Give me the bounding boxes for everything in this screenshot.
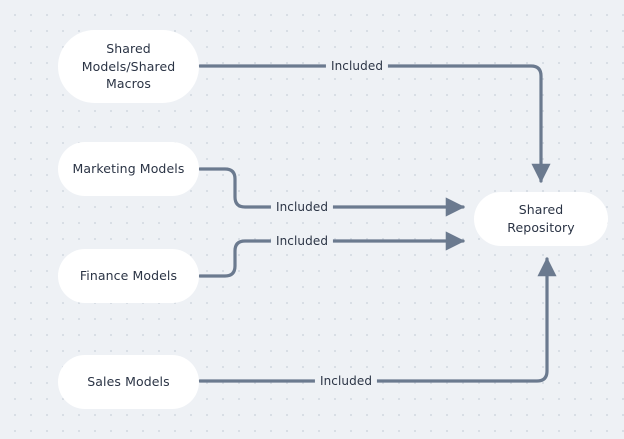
node-shared-repository[interactable]: Shared Repository xyxy=(474,192,608,246)
node-label: Finance Models xyxy=(79,268,178,284)
node-label: Shared Repository xyxy=(507,202,575,235)
node-label: Sales Models xyxy=(87,374,170,390)
edge-label-shared-models: Included xyxy=(325,59,389,73)
edge-label-finance-models: Included xyxy=(270,234,334,248)
node-label: Shared Models/Shared Macros xyxy=(81,40,176,92)
node-sales-models[interactable]: Sales Models xyxy=(58,355,199,409)
edge-label-marketing-models: Included xyxy=(270,200,334,214)
edge-label-sales-models: Included xyxy=(314,374,378,388)
node-shared-models[interactable]: Shared Models/Shared Macros xyxy=(58,30,199,103)
edge-path-sales-models xyxy=(198,257,557,383)
edge-path-shared-models xyxy=(198,64,551,183)
node-finance-models[interactable]: Finance Models xyxy=(58,249,199,303)
node-marketing-models[interactable]: Marketing Models xyxy=(58,142,199,196)
node-label: Marketing Models xyxy=(72,161,185,177)
